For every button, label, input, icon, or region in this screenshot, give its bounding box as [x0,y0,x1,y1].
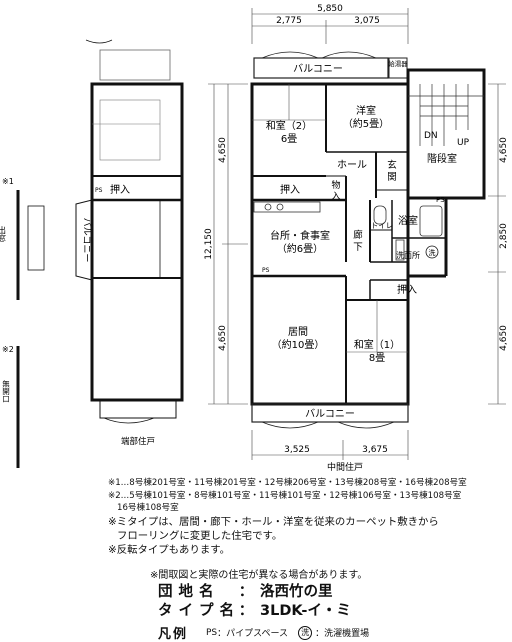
dim-bottom-right: 3,675 [362,445,388,455]
yoshitsu-size: （約5畳） [343,117,389,130]
tatami-washitsu2 [252,84,326,121]
washitsu1-name: 和室（1） [354,338,400,351]
rouka-label-2: 下 [353,242,363,253]
balcony-bottom-label: バルコニー [305,408,355,420]
legend: 凡例 PS ：パイプスペース 洗 ：洗濯機置場 [158,623,369,642]
danchi-value: 洛西竹の里 [260,584,333,600]
danchi-row: 団地名 ： 洛西竹の里 [158,583,351,602]
legend-label: 凡例 [158,627,189,642]
side-mark1: ※1 [2,177,14,186]
legend-washer-icon: 洗 [298,625,313,640]
type-value: 3LDK-イ・ミ [260,603,351,619]
dim-left-lower: 4,650 [218,325,228,351]
dim-top-total: 5,850 [317,4,343,14]
stairs [408,84,484,146]
balcony-bottom [251,403,409,429]
note-3: ※ミタイプは、居間・廊下・ホール・洋室を従来のカーペット敷きから [108,515,439,528]
rouka-label-1: 廊 [353,229,363,241]
side-mark2-text: 無開口 [1,379,10,403]
dimension-lines-right [488,83,506,405]
dim-top-left: 2,775 [276,16,302,26]
fixtures [253,201,443,261]
washitsu2-name: 和室（2） [266,119,312,132]
balcony-top [253,51,408,79]
side-mark2: ※2 [2,345,14,354]
notes: ※1…8号棟201号室・11号棟201号室・12号棟206号室・13号棟208号… [108,477,508,557]
yoshitsu-name: 洋室 [356,104,376,117]
ima-size: （約10畳） [272,338,325,351]
type-label: タイプ名 [158,603,240,619]
type-colon: ： [238,603,254,619]
water-heater-label-2 [395,68,402,76]
side-mark1-text: 出窓 [0,225,7,242]
washitsu1-size: 8畳 [369,352,385,364]
type-row: タイプ名 ： 3LDK-イ・ミ [158,602,351,621]
genkan-label: 関 [387,172,397,183]
water-heater-label: 給湯器 [388,59,408,68]
yokushitsu-label: 浴室 [398,214,418,227]
stair-up: UP [457,138,470,148]
note-4: ※反転タイプもあります。 [108,543,230,556]
kitchen-size: （約6畳） [277,242,323,255]
danchi-colon: ： [238,584,254,600]
note-2: ※2…5号棟101号室・8号棟101号室・11号棟101号室・12号棟106号室… [108,490,462,501]
alt-oshiire: 押入 [110,183,130,196]
dim-right-middle: 2,850 [499,223,509,249]
alt-plan-walls [75,39,184,424]
oshiire-upper: 押入 [280,183,300,196]
stair-dn: DN [424,131,438,141]
dim-right-upper: 4,650 [499,137,509,163]
alt-end-unit-label: 端部住戸 [121,436,155,447]
senmenjo-label: 洗面所 [396,250,420,260]
legend-ps-desc: ：パイプスペース [217,629,289,639]
legend-washer-desc: ：洗濯機置場 [315,629,370,639]
kitchen-name: 台所・食事室 [270,229,330,242]
hall-label: ホール [337,159,367,171]
dim-bottom-left: 3,525 [284,445,310,455]
center-label: 中間住戸 [327,461,363,473]
note-3b: フローリングに変更した住宅です。 [117,529,283,542]
balcony-top-label: バルコニー [293,63,343,75]
washitsu2-size: 6畳 [281,133,297,145]
toilet-label: トイレ [371,221,394,230]
washer-icon [425,245,439,259]
stairwell-label: 階段室 [427,152,457,165]
info-block: 団地名 ： 洛西竹の里 タイプ名 ： 3LDK-イ・ミ [158,583,351,621]
ima-name: 居間 [288,326,308,338]
ps-stair: PS [436,196,445,204]
dimension-lines-bottom [251,430,409,460]
side-sketches [16,190,45,468]
alt-balcony: バルコニー [81,218,92,263]
note-1: ※1…8号棟201号室・11号棟201号室・12号棟206号室・13号棟208号… [108,478,467,488]
note-2b: 16号棟108号室 [117,503,179,513]
monoire-label: 入 [331,191,340,202]
dim-right-lower: 4,650 [499,325,509,351]
dim-left-total: 12,150 [204,228,214,260]
danchi-label: 団地名 [158,584,220,600]
tatami-washitsu1 [346,300,408,353]
dimension-lines-top [251,8,409,44]
dim-top-right: 3,075 [354,16,380,26]
washer-label: 洗 [429,248,436,257]
dim-left-upper: 4,650 [218,137,228,163]
disclaimer: ※間取図と実際の住宅が異なる場合があります。 [150,570,368,581]
alt-ps: PS [95,187,103,194]
genkan-label-1: 玄 [387,159,397,171]
oshiire-lower: 押入 [397,283,417,296]
monoire-1: 物 [331,179,340,191]
ps-kitchen: PS [262,267,270,274]
legend-ps: PS [206,627,218,638]
dimension-lines-left [208,83,248,405]
